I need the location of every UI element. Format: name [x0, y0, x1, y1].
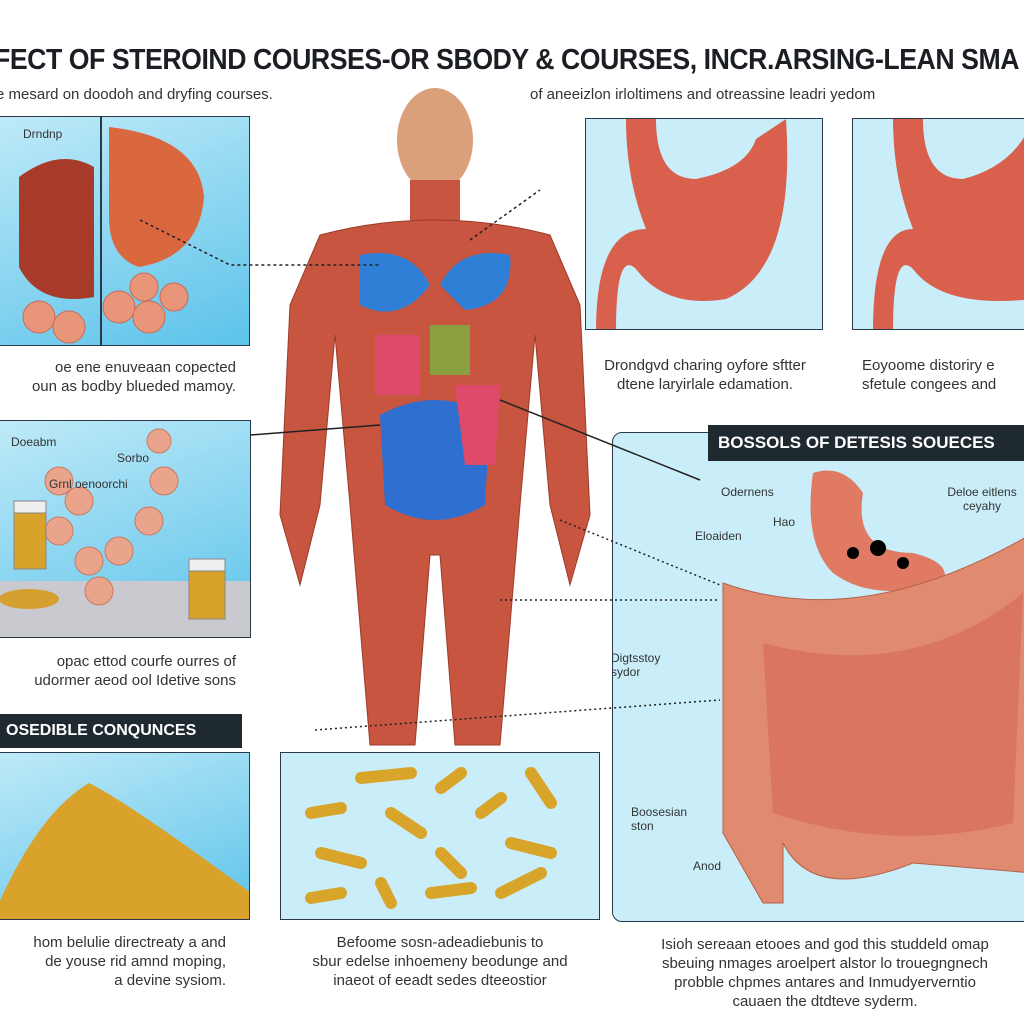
caption-line: Drondgvd charing oyfore sftter: [604, 357, 806, 374]
caption-line: udormer aeod ool Idetive sons: [34, 672, 236, 689]
caption-pieces: Befoome sosn-adeadiebunis to sbur edelse…: [290, 933, 590, 990]
caption-line: probble chpmes antares and Inmudyervernt…: [674, 974, 976, 991]
digestive-label: Hao: [773, 515, 796, 529]
liver-panel: Drndnp: [0, 116, 250, 346]
caption-line: Isioh sereaan etooes and god this studde…: [661, 936, 989, 953]
vials-panel: Doeabm Sorbo Grnl oenoorchi: [0, 420, 251, 638]
digestive-banner: BOSSOLS OF DETESIS SOUECES: [708, 425, 1024, 461]
digestive-label: Deloe eitlens ceyahy: [947, 485, 1017, 513]
pieces-illustration: [305, 767, 557, 909]
vials-illustration: [0, 428, 250, 637]
caption-line: sbur edelse inhoemeny beodunge and: [312, 953, 568, 970]
vials-label: Doeabm: [11, 435, 57, 449]
caption-line: sbeuing nmages aroelpert alstor lo troue…: [661, 955, 989, 972]
consequences-banner: OSEDIBLE CONQUNCES: [0, 714, 242, 748]
subtitle-right: of aneeizlon irloltimens and otreassine …: [530, 86, 876, 103]
anatomy-figure: [279, 88, 591, 746]
stomach-panel-2: [852, 118, 1024, 330]
caption-powder: hom belulie directreaty a and de youse r…: [0, 933, 226, 990]
digestive-label: Boosesian ston: [631, 805, 688, 833]
caption-line: oun as bodby blueded mamoy.: [31, 378, 236, 395]
caption-line: a devine sysiom.: [114, 972, 226, 989]
vials-label: Grnl oenoorchi: [49, 477, 128, 491]
pieces-panel: [280, 752, 600, 920]
digestive-label: Eloaiden: [695, 529, 742, 543]
caption-vials: opac ettod courfe ourres of udormer aeod…: [0, 652, 236, 690]
caption-line: Befoome sosn-adeadiebunis to: [336, 934, 544, 951]
caption-digestive: Isioh sereaan etooes and god this studde…: [615, 935, 1024, 1011]
subtitle-left: e mesard on doodoh and dryfing courses.: [0, 86, 273, 103]
liver-label: Drndnp: [23, 127, 63, 141]
caption-line: oe ene enuveaan copected: [55, 359, 236, 376]
powder-panel: [0, 752, 250, 920]
digestive-label: Odernens: [721, 485, 774, 499]
intestine-illustration: [722, 470, 1024, 904]
caption-line: dtene laryirlale edamation.: [617, 376, 793, 393]
caption-line: Eoyoome distoriry e: [862, 357, 995, 374]
caption-line: sfetule congees and: [862, 376, 997, 393]
digestive-label: Digtsstoy sydor: [612, 651, 661, 679]
vials-label: Sorbo: [117, 451, 150, 465]
page-title: FECT OF STEROIND COURSES-OR SBODY & COUR…: [0, 44, 1020, 76]
liver-illustration: [19, 117, 204, 345]
caption-stomach-2: Eoyoome distoriry e sfetule congees and: [862, 356, 1024, 394]
stomach-panel-1: [585, 118, 823, 330]
digestive-panel: Odernens Deloe eitlens ceyahy Hao Eloaid…: [612, 432, 1024, 922]
caption-line: cauaen the dtdteve syderm.: [732, 993, 918, 1010]
caption-line: hom belulie directreaty a and: [33, 934, 226, 951]
digestive-label: Anod: [693, 859, 722, 873]
stomach-illustration: [873, 119, 1024, 329]
caption-liver: oe ene enuveaan copected oun as bodby bl…: [0, 358, 236, 396]
caption-stomach-1: Drondgvd charing oyfore sftter dtene lar…: [585, 356, 825, 394]
powder-illustration: [0, 783, 249, 919]
caption-line: de youse rid amnd moping,: [45, 953, 226, 970]
caption-line: inaeot of eeadt sedes dteeostior: [333, 972, 547, 989]
stomach-illustration: [596, 119, 788, 329]
caption-line: opac ettod courfe ourres of: [56, 653, 236, 670]
